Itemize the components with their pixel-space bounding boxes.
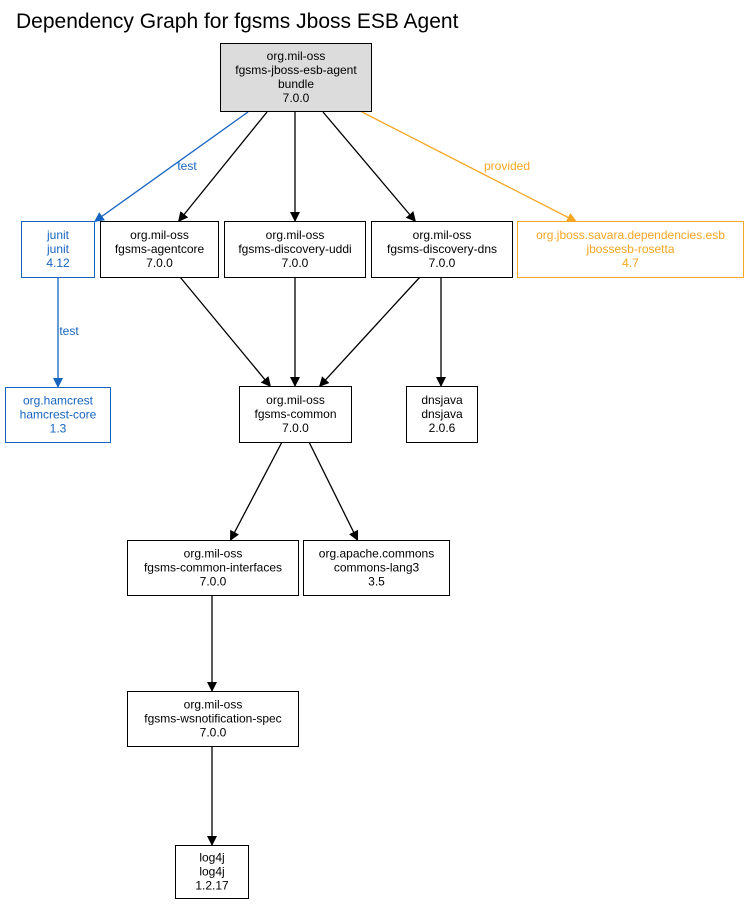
edge-line <box>93 111 249 223</box>
node-label-line: 7.0.0 <box>282 421 309 435</box>
node-label-line: org.mil-oss <box>130 228 189 242</box>
node-label-line: jbossesb-rosetta <box>585 242 674 256</box>
node-label-line: log4j <box>199 865 224 879</box>
node-label-line: fgsms-common <box>254 407 336 421</box>
node-label-line: 7.0.0 <box>200 575 227 589</box>
edge-line <box>318 276 421 388</box>
node-label-line: org.apache.commons <box>319 547 434 561</box>
edge-root-to-junit: test <box>93 111 249 223</box>
edge-junit-to-hamcrest: test <box>53 277 79 388</box>
edge-root-to-agentcore <box>177 111 268 223</box>
node-label-line: org.mil-oss <box>267 49 326 63</box>
node-label-line: fgsms-common-interfaces <box>144 561 282 575</box>
node-root: org.mil-ossfgsms-jboss-esb-agentbundle7.… <box>220 43 372 112</box>
edge-line <box>308 441 359 542</box>
node-box <box>220 43 372 112</box>
edge-common-to-commons-lang3 <box>308 441 359 542</box>
node-box <box>5 387 111 443</box>
node-label-line: fgsms-wsnotification-spec <box>144 712 281 726</box>
node-box <box>127 540 299 596</box>
node-box <box>175 845 249 899</box>
node-label-line: 4.12 <box>46 256 70 270</box>
node-wsnotification: org.mil-ossfgsms-wsnotification-spec7.0.… <box>127 691 299 747</box>
node-box <box>100 221 219 278</box>
node-label-line: junit <box>46 228 70 242</box>
node-label-line: org.mil-oss <box>266 393 325 407</box>
node-box <box>303 540 450 596</box>
edges-layer: test provided test <box>53 111 578 846</box>
node-label-line: 3.5 <box>368 575 385 589</box>
node-label-line: commons-lang3 <box>334 561 420 575</box>
node-label-line: dnsjava <box>421 407 463 421</box>
node-box <box>239 386 352 443</box>
node-box <box>517 221 744 278</box>
node-label-line: 7.0.0 <box>200 726 227 740</box>
edge-discovery-dns-to-common <box>318 276 421 388</box>
node-label-line: org.mil-oss <box>184 698 243 712</box>
node-label-line: 2.0.6 <box>429 421 456 435</box>
node-label-line: 1.2.17 <box>195 879 229 893</box>
node-label-line: org.mil-oss <box>413 228 472 242</box>
diagram-title: Dependency Graph for fgsms Jboss ESB Age… <box>16 10 459 33</box>
node-box <box>406 386 478 443</box>
node-label-line: 1.3 <box>50 422 67 436</box>
node-label-line: 4.7 <box>622 256 639 270</box>
node-label-line: fgsms-discovery-uddi <box>238 242 351 256</box>
node-label-line: fgsms-discovery-dns <box>387 242 497 256</box>
node-label-line: 7.0.0 <box>429 256 456 270</box>
node-label-line: fgsms-jboss-esb-agent <box>235 63 357 77</box>
node-label-line: 7.0.0 <box>283 91 310 105</box>
edge-root-to-rosetta: provided <box>361 111 578 223</box>
node-label-line: 7.0.0 <box>146 256 173 270</box>
node-label-line: org.mil-oss <box>184 547 243 561</box>
edge-label: provided <box>484 159 530 173</box>
node-label-line: log4j <box>199 851 224 865</box>
nodes-layer: org.mil-ossfgsms-jboss-esb-agentbundle7.… <box>5 43 744 899</box>
node-label-line: fgsms-agentcore <box>115 242 205 256</box>
edge-label: test <box>59 324 79 338</box>
node-rosetta: org.jboss.savara.dependencies.esbjbosses… <box>517 221 744 278</box>
edge-common-to-common-interfaces <box>229 441 283 542</box>
edge-line <box>229 441 283 542</box>
node-box <box>21 221 95 278</box>
node-label-line: org.jboss.savara.dependencies.esb <box>536 228 725 242</box>
node-box <box>224 221 366 278</box>
edge-root-to-discovery-dns <box>322 111 417 223</box>
node-label-line: junit <box>46 242 70 256</box>
edge-line <box>179 276 272 388</box>
edge-line <box>177 111 268 223</box>
node-label-line: 7.0.0 <box>282 256 309 270</box>
node-label-line: dnsjava <box>421 393 463 407</box>
edge-line <box>361 111 578 223</box>
node-label-line: org.hamcrest <box>23 394 94 408</box>
node-box <box>127 691 299 747</box>
node-label-line: bundle <box>278 77 314 91</box>
node-label-line: org.mil-oss <box>266 228 325 242</box>
edge-line <box>322 111 417 223</box>
edge-label: test <box>177 159 197 173</box>
node-box <box>371 221 513 278</box>
node-label-line: hamcrest-core <box>20 408 97 422</box>
edge-agentcore-to-common <box>179 276 272 388</box>
